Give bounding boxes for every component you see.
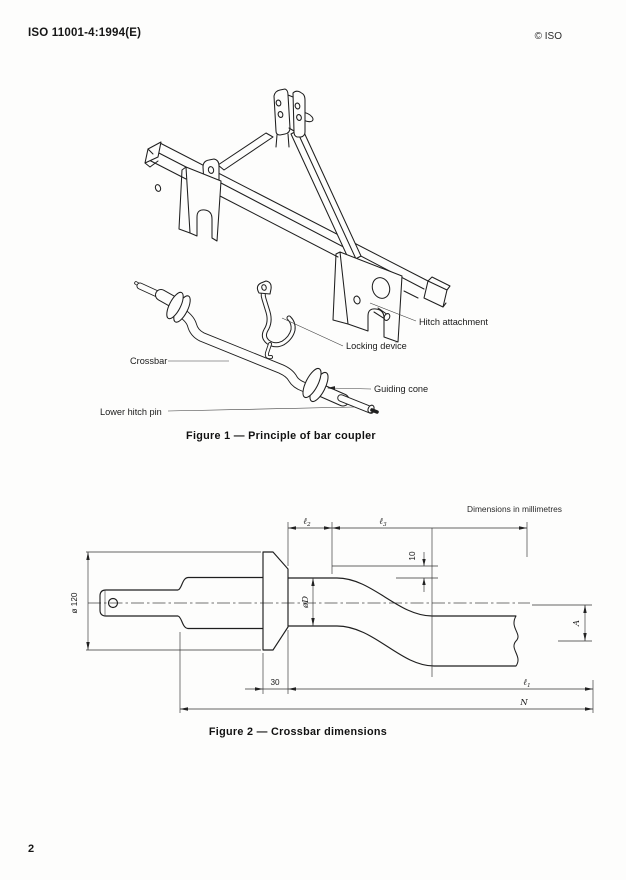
leader-guiding-cone [327,387,372,390]
dim-l1-base: ℓ [523,678,527,688]
locking-device-shape [256,280,296,360]
dim-l3-sub: 3 [383,522,387,528]
crossbar-section-outline [99,551,519,667]
dim-label-l2: ℓ2 [303,517,311,528]
figure1-caption: Figure 1 — Principle of bar coupler [186,430,376,442]
leader-lower-hitch-pin [167,406,356,412]
dim-l1-sub: 1 [527,683,531,689]
dim-label-l3: ℓ3 [379,517,387,528]
document-number: ISO 11001-4:1994(E) [28,27,142,39]
dim-label-bar-diameter: øD [301,596,311,609]
dim-label-flange-diameter: ø 120 [70,592,79,613]
dim-l2-base: ℓ [303,517,307,527]
units-note: Dimensions in millimetres [467,504,562,514]
figure2-drawing: Dimensions in millimetres ø 120 [70,504,594,713]
dim-l3-base: ℓ [379,517,383,527]
copyright-notice: © ISO [534,31,562,42]
label-crossbar: Crossbar [130,356,167,366]
figure2-caption: Figure 2 — Crossbar dimensions [208,726,388,738]
label-guiding-cone: Guiding cone [374,384,428,394]
dim-label-cone-length: 30 [270,678,280,687]
label-lower-hitch-pin: Lower hitch pin [100,407,162,417]
dim-label-l1: ℓ1 [523,678,530,689]
label-locking-device: Locking device [346,341,407,351]
dim-label-step: 10 [408,551,417,561]
crossbar-shape [134,281,379,414]
dim-label-overall-length: N [519,698,528,708]
dim-label-end-height: A [572,620,582,627]
page-number: 2 [28,843,35,855]
dim-l2-sub: 2 [306,522,311,528]
leader-hitch-attachment [369,302,417,322]
leader-locking-device [281,317,344,347]
figure1-drawing: Hitch attachment Locking device Crossbar… [100,88,488,417]
label-hitch-attachment: Hitch attachment [419,317,488,327]
